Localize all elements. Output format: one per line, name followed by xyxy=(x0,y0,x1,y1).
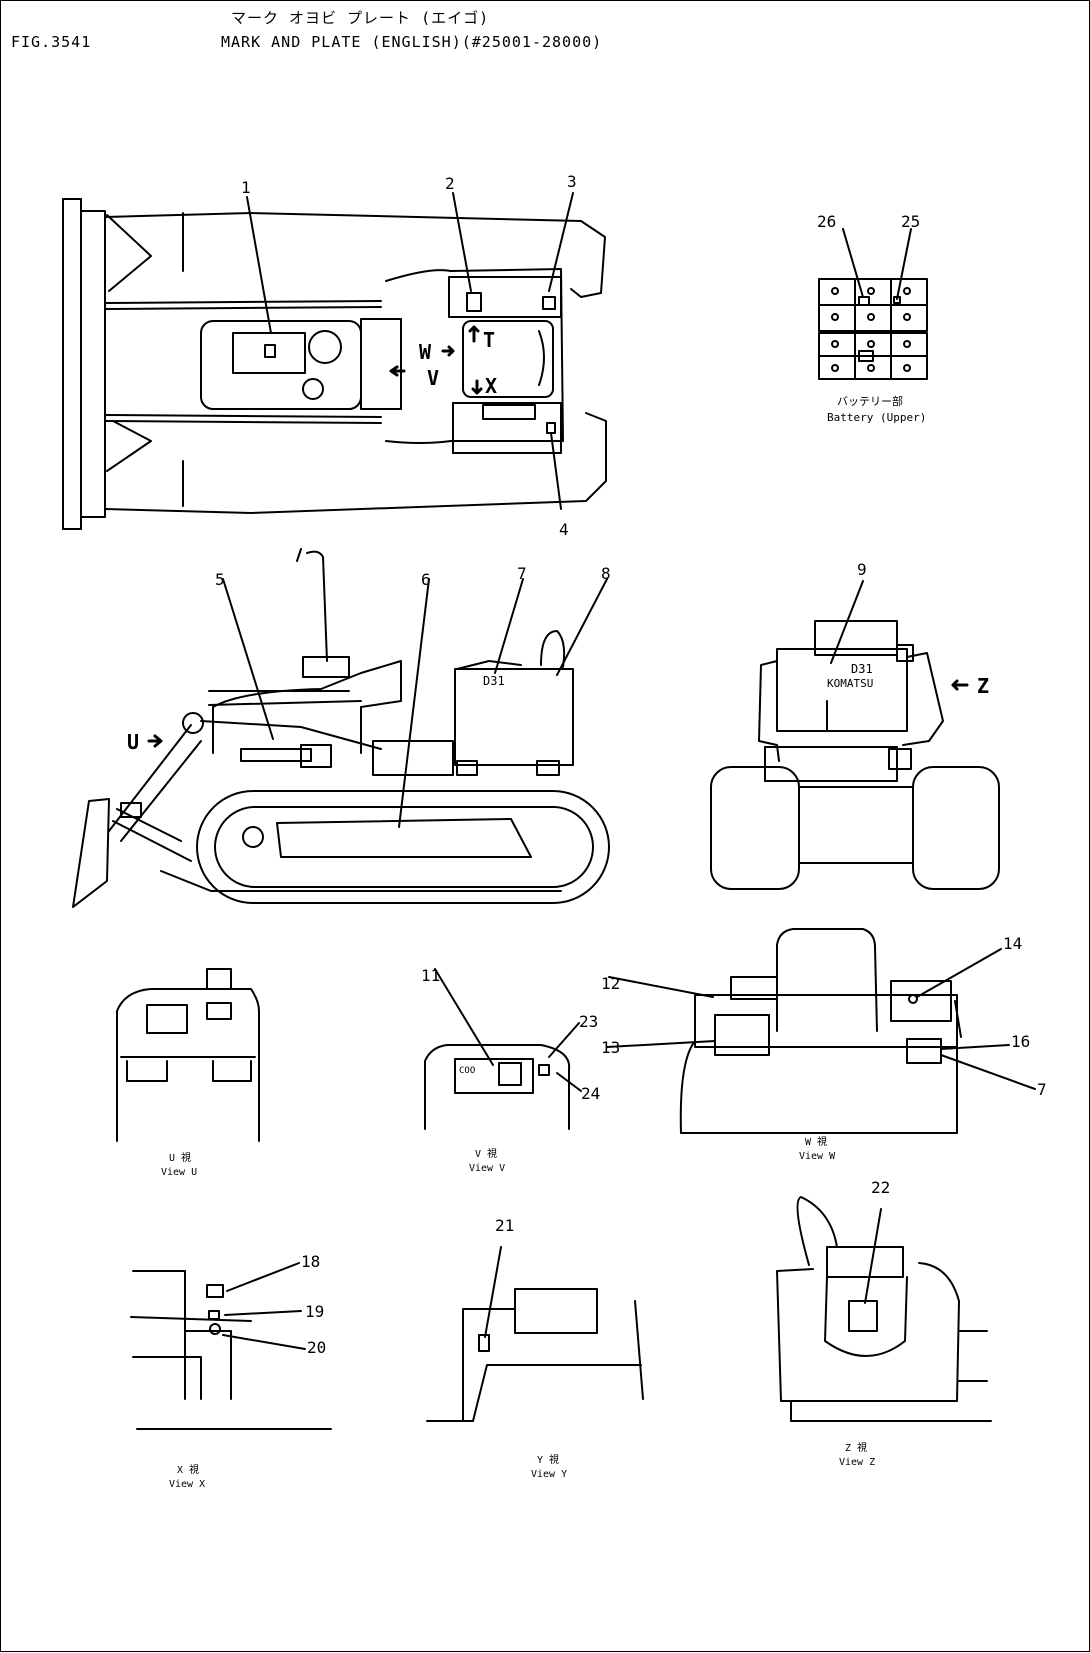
callout-5: 5 xyxy=(215,570,225,589)
callout-numbers: 1 2 3 4 5 6 7 8 9 11 12 13 14 16 7 18 19… xyxy=(215,172,1047,1357)
callout-11: 11 xyxy=(421,966,440,985)
callout-1: 1 xyxy=(241,178,251,197)
view-marker-z: Z xyxy=(977,674,989,698)
model-plate-rear: D31 xyxy=(851,662,873,676)
title-japanese: マーク オヨビ プレート (エイゴ) xyxy=(231,9,490,27)
callout-18: 18 xyxy=(301,1252,320,1271)
callout-8: 8 xyxy=(601,564,611,583)
callout-22: 22 xyxy=(871,1178,890,1197)
plate-texts: D31 D31 KOMATSU COO xyxy=(459,662,873,1076)
battery-label-en: Battery (Upper) xyxy=(827,411,926,424)
top-view xyxy=(62,192,607,530)
callout-7-view-w: 7 xyxy=(1037,1080,1047,1099)
model-plate-side: D31 xyxy=(483,674,505,688)
battery-caption: バッテリー部 Battery (Upper) xyxy=(827,394,926,424)
view-markers: W V T X U Z xyxy=(127,328,989,754)
view-u-caption-en: View U xyxy=(161,1167,197,1178)
view-z-caption-jp: Z 視 xyxy=(845,1441,867,1454)
view-v-caption-jp: V 視 xyxy=(475,1147,497,1160)
view-u-caption-jp: U 視 xyxy=(169,1151,191,1164)
view-z xyxy=(776,1196,992,1422)
view-x xyxy=(130,1262,332,1430)
battery-detail xyxy=(818,228,928,380)
callout-9: 9 xyxy=(857,560,867,579)
view-x-caption-en: View X xyxy=(169,1479,205,1490)
callout-7-side: 7 xyxy=(517,564,527,583)
panel-plate-text: COO xyxy=(459,1066,475,1076)
view-marker-v: V xyxy=(427,366,439,390)
view-w-caption-en: View W xyxy=(799,1151,836,1162)
callout-24: 24 xyxy=(581,1084,600,1103)
side-view xyxy=(72,548,610,908)
view-z-caption-en: View Z xyxy=(839,1457,875,1468)
view-y-caption-en: View Y xyxy=(531,1469,567,1480)
callout-3: 3 xyxy=(567,172,577,191)
callout-26: 26 xyxy=(817,212,836,231)
view-v xyxy=(424,968,582,1130)
callout-4: 4 xyxy=(559,520,569,539)
view-marker-x: X xyxy=(485,374,497,398)
callout-6: 6 xyxy=(421,570,431,589)
view-marker-t: T xyxy=(483,328,495,352)
callout-20: 20 xyxy=(307,1338,326,1357)
callout-12: 12 xyxy=(601,974,620,993)
figure-number: FIG.3541 xyxy=(11,33,92,51)
view-x-caption-jp: X 視 xyxy=(177,1463,199,1476)
view-marker-u: U xyxy=(127,730,139,754)
title-english: MARK AND PLATE (ENGLISH)(#25001-28000) xyxy=(221,33,603,51)
view-marker-w: W xyxy=(419,340,432,364)
view-u xyxy=(116,968,260,1142)
view-y-caption-jp: Y 視 xyxy=(537,1453,559,1466)
battery-label-jp: バッテリー部 xyxy=(837,394,903,408)
callout-25: 25 xyxy=(901,212,920,231)
callout-19: 19 xyxy=(305,1302,324,1321)
callout-14: 14 xyxy=(1003,934,1022,953)
callout-23: 23 xyxy=(579,1012,598,1031)
view-v-caption-en: View V xyxy=(469,1163,505,1174)
view-w-caption-jp: W 視 xyxy=(805,1135,827,1148)
rear-view xyxy=(710,580,1000,890)
view-captions: U 視 View U V 視 View V W 視 View W X 視 Vie… xyxy=(161,1135,875,1490)
callout-16: 16 xyxy=(1011,1032,1030,1051)
callout-13: 13 xyxy=(601,1038,620,1057)
view-w xyxy=(606,928,1036,1134)
brand-plate-rear: KOMATSU xyxy=(827,677,873,690)
view-y xyxy=(426,1246,644,1422)
callout-21: 21 xyxy=(495,1216,514,1235)
callout-2: 2 xyxy=(445,174,455,193)
